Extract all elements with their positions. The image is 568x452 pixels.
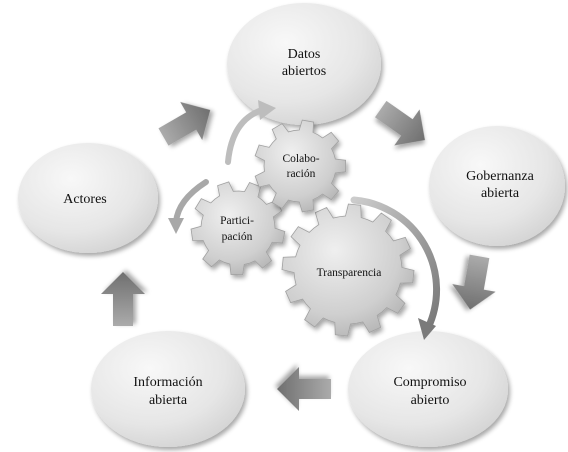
gear-participacion-line1: Partici- (220, 215, 254, 227)
gear-labels: Colabo- ración Partici- pación Transpare… (220, 153, 381, 279)
arrow-compromiso-to-informacion (277, 367, 331, 411)
curved-arrow-transparencia-head (418, 318, 436, 340)
node-informacion-line2: abierta (149, 393, 188, 408)
cycle-arrows (101, 100, 496, 411)
curved-arrow-top-head (258, 100, 276, 120)
curved-arrow-top (225, 107, 265, 165)
gear-curved-arrows (168, 100, 441, 340)
curved-arrow-left-head (168, 218, 184, 234)
node-actores-label: Actores (63, 192, 107, 207)
gear-colaboracion-line1: Colabo- (282, 153, 319, 165)
gear-participacion (190, 181, 286, 276)
arrow-actores-to-datos (158, 101, 211, 146)
arrow-gobernanza-to-compromiso (452, 254, 496, 310)
node-gobernanza-abierta: Gobernanza abierta (429, 126, 565, 246)
arrow-informacion-to-actores (101, 272, 145, 326)
curved-arrow-transparencia (350, 196, 441, 332)
node-datos-line2: abiertos (282, 64, 326, 79)
gear-transparencia (281, 203, 415, 337)
node-datos-line1: Datos (288, 47, 321, 62)
node-compromiso-abierto: Compromiso abierto (348, 331, 508, 447)
node-compromiso-line1: Compromiso (393, 375, 466, 390)
arrow-datos-to-gobernanza (374, 100, 425, 146)
node-datos-abiertos: Datos abiertos (227, 3, 381, 125)
node-gobernanza-line2: abierta (481, 186, 520, 201)
gear-colaboracion (254, 119, 347, 213)
node-gobernanza-line1: Gobernanza (466, 169, 534, 184)
gear-colaboracion-line2: ración (287, 168, 316, 180)
node-informacion-line1: Información (133, 375, 202, 390)
gear-transparencia-label: Transparencia (317, 267, 382, 279)
node-actores: Actores (18, 143, 158, 253)
gear-participacion-line2: pación (222, 231, 253, 243)
node-informacion-abierta: Información abierta (91, 331, 245, 447)
gears-group (190, 119, 415, 337)
node-compromiso-line2: abierto (411, 393, 450, 408)
